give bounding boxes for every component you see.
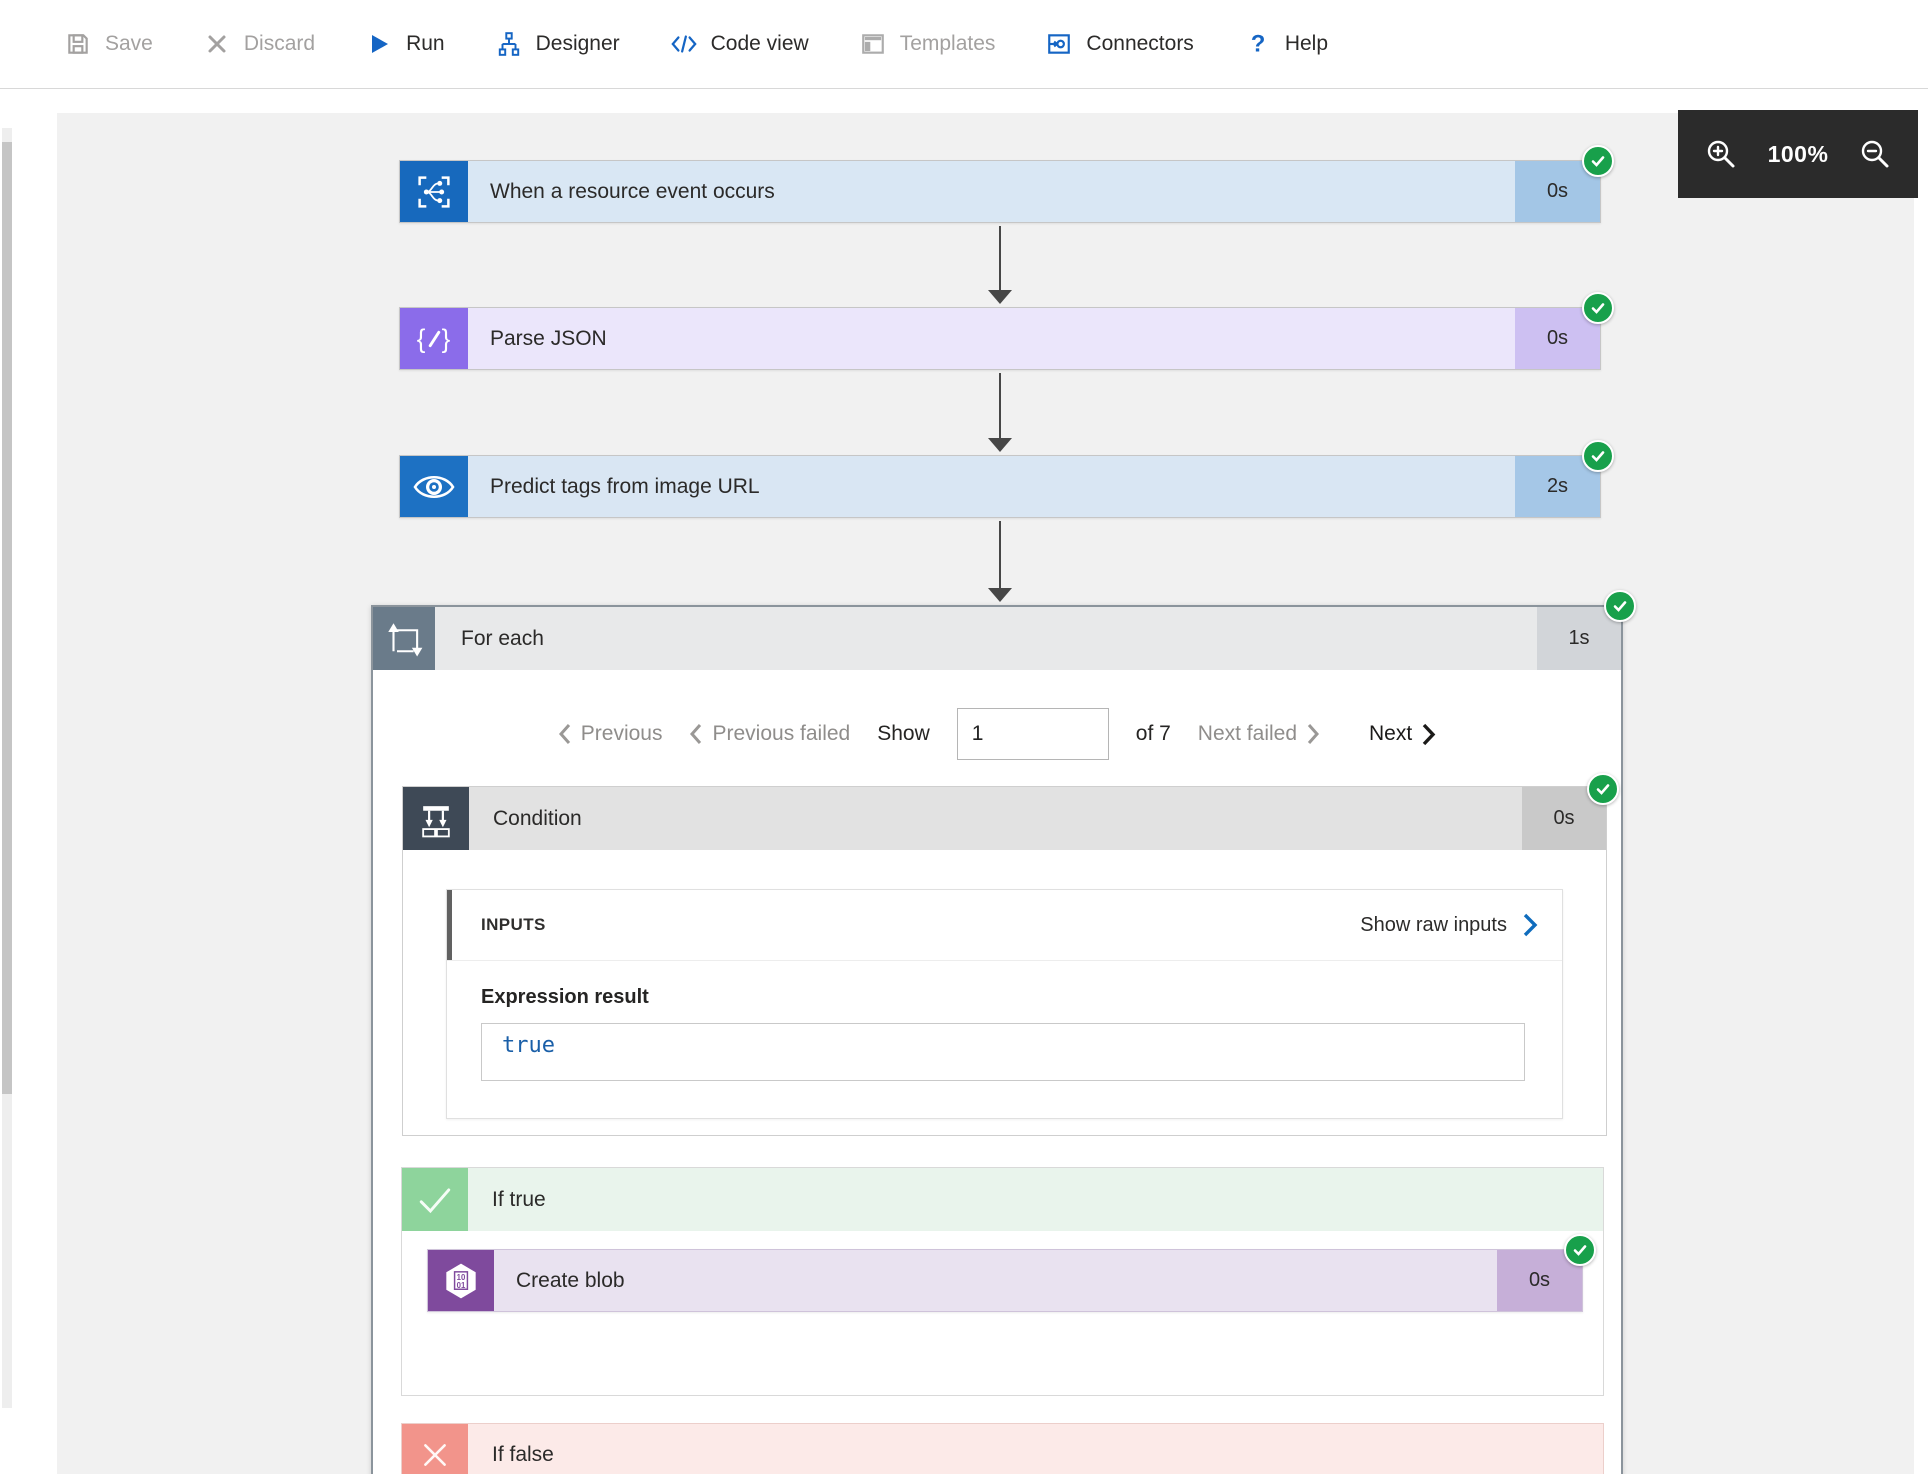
run-label: Run (406, 32, 445, 55)
svg-text:01: 01 (457, 1280, 466, 1289)
condition-header[interactable]: Condition 0s (403, 787, 1606, 850)
step-create-blob[interactable]: 10 01 Create blob 0s (427, 1234, 1596, 1312)
step-duration: 0s (1515, 161, 1600, 222)
of-total-label: of 7 (1135, 722, 1171, 745)
foreach-header[interactable]: For each 1s (373, 607, 1621, 670)
help-button[interactable]: ? Help (1244, 30, 1328, 58)
previous-label: Previous (580, 722, 663, 745)
iteration-pagination: Previous Previous failed Show of 7 Next … (373, 708, 1621, 760)
if-false-branch[interactable]: If false (401, 1423, 1604, 1474)
code-view-label: Code view (710, 32, 809, 55)
designer-button[interactable]: Designer (495, 30, 620, 58)
status-succeeded-icon (1564, 1234, 1596, 1266)
inputs-content: Expression result true (447, 961, 1562, 1118)
connectors-button[interactable]: Connectors (1045, 30, 1194, 58)
inputs-label: INPUTS (481, 915, 546, 934)
condition-body: INPUTS Show raw inputs Expression result… (403, 850, 1606, 1135)
svg-text:10: 10 (457, 1273, 466, 1282)
help-label: Help (1284, 32, 1329, 55)
if-true-branch: If true 10 01 Create blob 0s (401, 1167, 1604, 1396)
svg-text:}: } (442, 325, 451, 353)
show-label: Show (877, 722, 930, 745)
designer-label: Designer (535, 32, 620, 55)
save-button[interactable]: Save (64, 30, 153, 58)
vertical-scrollbar[interactable] (2, 128, 12, 1408)
show-raw-inputs-link[interactable]: Show raw inputs (1360, 913, 1538, 937)
status-succeeded-icon (1582, 440, 1614, 472)
iteration-number-input[interactable] (956, 708, 1109, 760)
connector-arrow (988, 521, 1012, 602)
discard-button[interactable]: Discard (203, 30, 315, 58)
connectors-icon (1045, 30, 1073, 58)
run-icon (365, 30, 393, 58)
status-succeeded-icon (1582, 292, 1614, 324)
help-icon: ? (1244, 30, 1272, 58)
condition-title: Condition (493, 806, 582, 830)
connector-arrow (988, 226, 1012, 304)
status-succeeded-icon (1604, 590, 1636, 622)
step-predict-tags-from-image-url[interactable]: Predict tags from image URL 2s (399, 440, 1614, 518)
zoom-in-button[interactable] (1704, 137, 1738, 171)
expression-result-label: Expression result (481, 986, 649, 1008)
run-button[interactable]: Run (365, 30, 445, 58)
designer-canvas: When a resource event occurs 0s { } Pars… (57, 113, 1914, 1474)
step-title: Predict tags from image URL (490, 474, 760, 498)
foreach-duration: 1s (1537, 607, 1621, 670)
step-title: Parse JSON (490, 326, 607, 350)
next-failed-button[interactable]: Next failed (1198, 722, 1320, 746)
discard-label: Discard (243, 32, 316, 55)
condition-duration: 0s (1522, 787, 1606, 850)
code-view-button[interactable]: Code view (670, 30, 809, 58)
zoom-level: 100% (1767, 140, 1829, 167)
scrollbar-thumb[interactable] (2, 142, 12, 1094)
zoom-control: 100% (1678, 110, 1918, 198)
step-parse-json[interactable]: { } Parse JSON 0s (399, 292, 1614, 370)
next-label: Next (1369, 722, 1413, 745)
loop-icon (373, 607, 435, 670)
event-grid-icon (400, 161, 468, 222)
if-true-title: If true (492, 1187, 546, 1211)
chevron-right-icon (1523, 913, 1538, 937)
step-title: Create blob (516, 1268, 625, 1292)
expression-result-value: true (481, 1023, 1525, 1081)
inputs-panel-header: INPUTS Show raw inputs (447, 890, 1562, 961)
cross-branch-icon (402, 1424, 468, 1474)
zoom-out-button[interactable] (1858, 137, 1892, 171)
if-true-header[interactable]: If true (402, 1168, 1603, 1231)
show-raw-inputs-label: Show raw inputs (1360, 913, 1507, 936)
previous-button[interactable]: Previous (558, 722, 663, 746)
next-failed-label: Next failed (1197, 722, 1298, 745)
svg-text:{: { (417, 325, 426, 353)
inputs-panel: INPUTS Show raw inputs Expression result… (446, 889, 1563, 1119)
if-false-title: If false (468, 1424, 1603, 1474)
previous-failed-button[interactable]: Previous failed (689, 722, 850, 746)
templates-button[interactable]: Templates (859, 30, 996, 58)
toolbar: Save Discard Run Designer Code view (0, 0, 1928, 89)
designer-icon (495, 30, 523, 58)
svg-text:?: ? (1251, 31, 1266, 57)
discard-icon (203, 30, 231, 58)
connector-arrow (988, 373, 1012, 452)
templates-label: Templates (899, 32, 996, 55)
parse-json-icon: { } (400, 308, 468, 369)
save-icon (64, 30, 92, 58)
blob-icon: 10 01 (428, 1250, 494, 1311)
custom-vision-icon (400, 456, 468, 517)
check-branch-icon (402, 1168, 468, 1231)
step-duration: 2s (1515, 456, 1600, 517)
previous-failed-label: Previous failed (712, 722, 851, 745)
foreach-container: For each 1s Previous Previous failed Sho… (371, 590, 1636, 1474)
foreach-title: For each (461, 626, 544, 650)
next-button[interactable]: Next (1369, 722, 1436, 746)
step-when-a-resource-event-occurs[interactable]: When a resource event occurs 0s (399, 145, 1614, 223)
condition-card: Condition 0s INPUTS Show raw inputs (402, 773, 1619, 1136)
step-title: When a resource event occurs (490, 179, 775, 203)
save-label: Save (105, 32, 153, 55)
connectors-label: Connectors (1086, 32, 1194, 55)
status-succeeded-icon (1587, 773, 1619, 805)
code-view-icon (670, 30, 698, 58)
templates-icon (859, 30, 887, 58)
status-succeeded-icon (1582, 145, 1614, 177)
condition-icon (403, 787, 469, 850)
